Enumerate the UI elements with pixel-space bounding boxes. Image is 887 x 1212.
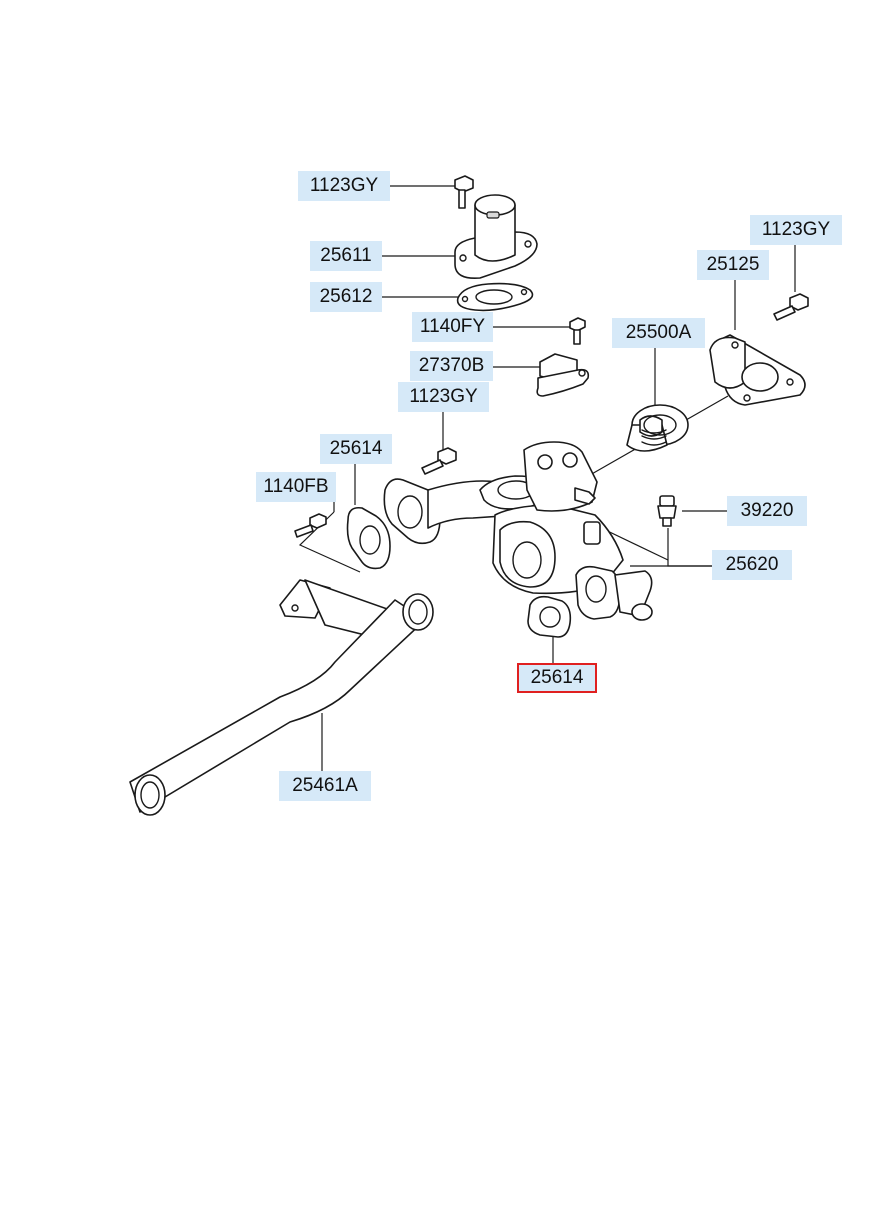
- label-27370b[interactable]: 27370B: [410, 351, 493, 381]
- thermostat-cover-25125: [709, 334, 806, 406]
- label-25614-bottom-selected[interactable]: 25614: [517, 663, 597, 693]
- water-pipe-25461a: [129, 579, 434, 816]
- gasket-25614-bottom: [527, 595, 572, 638]
- label-1140fy[interactable]: 1140FY: [412, 312, 493, 342]
- label-1123gy-mid[interactable]: 1123GY: [398, 382, 489, 412]
- gasket-25614-left: [346, 506, 391, 570]
- bolt-1123gy-top: [454, 175, 474, 209]
- gasket-25612: [456, 282, 534, 312]
- label-25500a[interactable]: 25500A: [612, 318, 705, 348]
- bolt-1123gy-mid: [421, 447, 457, 475]
- bolt-1140fy: [569, 317, 586, 345]
- outlet-fitting-25611: [454, 194, 538, 280]
- label-1140fb[interactable]: 1140FB: [256, 472, 336, 502]
- label-25461a[interactable]: 25461A: [279, 771, 371, 801]
- bolt-1123gy-right: [773, 293, 809, 321]
- thermostat-25500a: [626, 404, 689, 452]
- label-25125[interactable]: 25125: [697, 250, 769, 280]
- bolt-1140fb: [294, 513, 327, 538]
- label-25612[interactable]: 25612: [310, 282, 382, 312]
- label-39220[interactable]: 39220: [727, 496, 807, 526]
- bracket-27370b: [536, 353, 590, 397]
- label-1123gy-right[interactable]: 1123GY: [750, 215, 842, 245]
- label-25620[interactable]: 25620: [712, 550, 792, 580]
- label-1123gy-top[interactable]: 1123GY: [298, 171, 390, 201]
- label-25611[interactable]: 25611: [310, 241, 382, 271]
- water-housing-25620: [383, 441, 653, 621]
- temp-sensor-39220: [657, 495, 677, 527]
- label-25614-left[interactable]: 25614: [320, 434, 392, 464]
